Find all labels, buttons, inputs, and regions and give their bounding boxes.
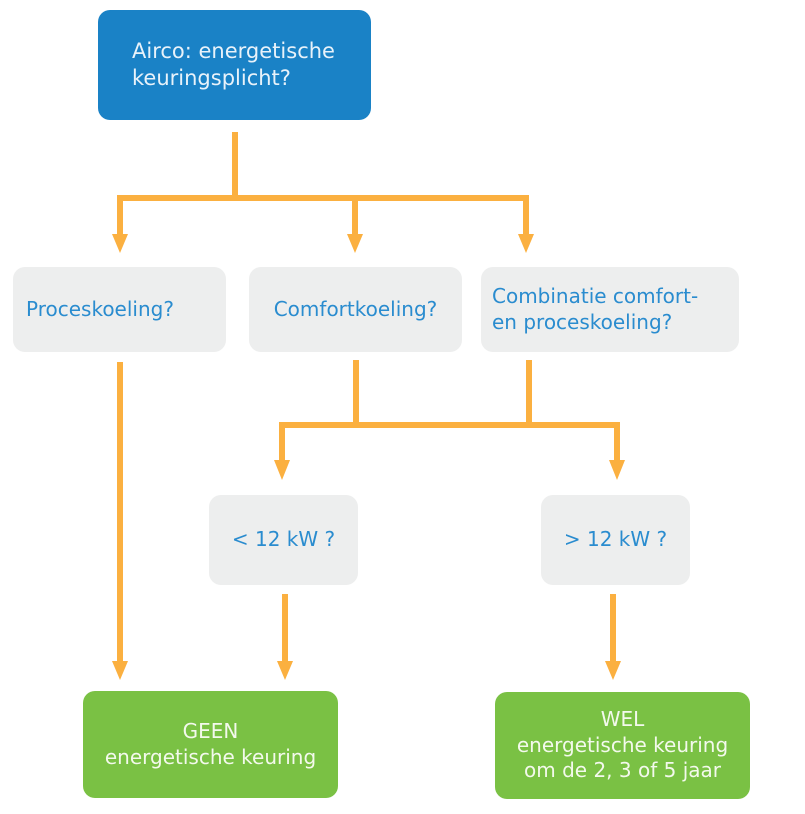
power-gt12-label: > 12 kW ? — [563, 527, 668, 552]
arrowhead-gt12 — [609, 460, 625, 480]
arrowhead-comfortkoeling — [347, 234, 363, 253]
arrowhead-combinatie — [518, 234, 534, 253]
power-lt12: < 12 kW ? — [209, 495, 358, 585]
arrowhead-geen-left — [112, 661, 128, 680]
question-proceskoeling: Proceskoeling? — [13, 267, 226, 352]
power-lt12-label: < 12 kW ? — [231, 527, 336, 552]
question-comfortkoeling-label: Comfortkoeling? — [273, 296, 438, 321]
arrowhead-lt12 — [274, 460, 290, 480]
outcome-geen-label: GEEN energetische keuring — [104, 718, 317, 769]
question-combinatie: Combinatie comfort- en proceskoeling? — [481, 267, 739, 352]
start-node-label: Airco: energetische keuringsplicht? — [132, 39, 335, 90]
outcome-wel-label: WEL energetische keuring om de 2, 3 of 5… — [516, 707, 729, 783]
arrowhead-proceskoeling — [112, 234, 128, 253]
outcome-geen: GEEN energetische keuring — [83, 691, 338, 798]
arrowhead-geen-right — [277, 661, 293, 680]
question-comfortkoeling: Comfortkoeling? — [249, 267, 462, 352]
arrowhead-wel — [605, 661, 621, 680]
question-proceskoeling-label: Proceskoeling? — [26, 296, 174, 321]
power-gt12: > 12 kW ? — [541, 495, 690, 585]
start-node: Airco: energetische keuringsplicht? — [98, 10, 371, 120]
question-combinatie-label: Combinatie comfort- en proceskoeling? — [492, 283, 699, 334]
outcome-wel: WEL energetische keuring om de 2, 3 of 5… — [495, 692, 750, 799]
